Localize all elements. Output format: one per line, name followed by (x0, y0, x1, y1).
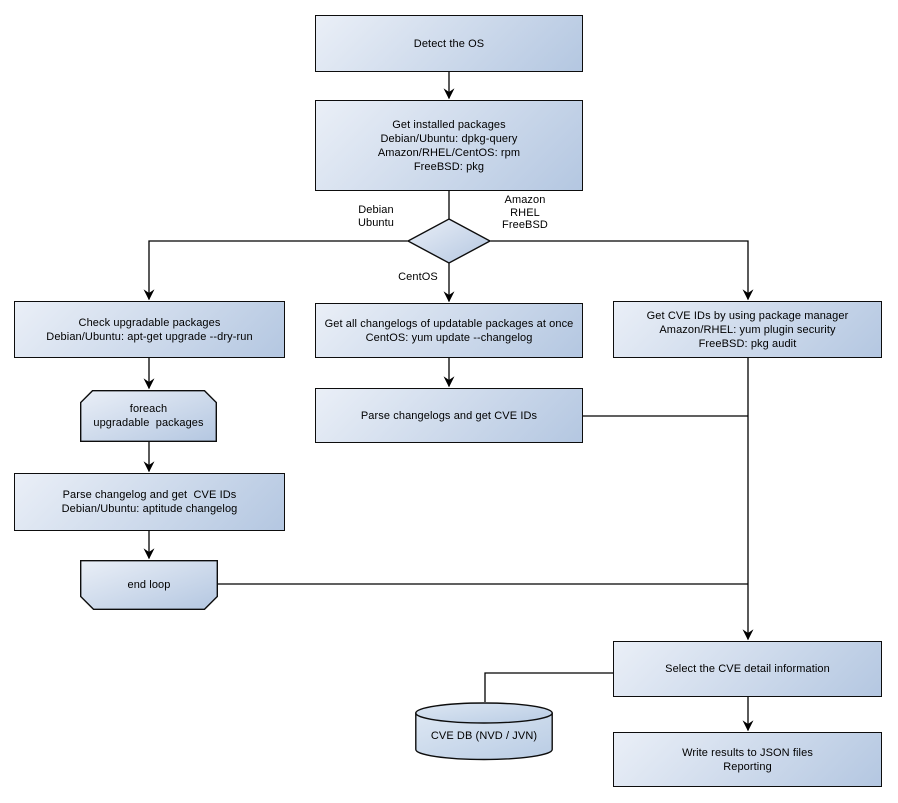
node-parse-changelogs: Parse changelogs and get CVE IDs (315, 388, 583, 443)
node-get-cve-ids-pkg-manager-label: Get CVE IDs by using package manager Ama… (646, 309, 849, 350)
node-cve-db-cylinder: CVE DB (NVD / JVN) (415, 702, 553, 761)
end-loop-shape (80, 560, 218, 610)
node-parse-changelogs-label: Parse changelogs and get CVE IDs (360, 409, 538, 422)
node-end-loop: end loop (80, 560, 218, 610)
edge-label-debian-ubuntu: Debian Ubuntu (357, 204, 395, 229)
edge-decision-to-check-upgradable (143, 240, 408, 301)
edge-label-amazon-rhel-freebsd: Amazon RHEL FreeBSD (502, 194, 548, 231)
node-parse-changelog-debian: Parse changelog and get CVE IDs Debian/U… (14, 473, 285, 531)
node-get-cve-ids-pkg-manager: Get CVE IDs by using package manager Ama… (613, 301, 882, 358)
node-check-upgradable: Check upgradable packages Debian/Ubuntu:… (14, 301, 285, 358)
node-parse-changelog-debian-label: Parse changelog and get CVE IDs Debian/U… (61, 489, 238, 515)
node-end-loop-label: end loop (127, 579, 171, 591)
decision-diamond-shape (407, 218, 491, 264)
node-foreach-loop: foreach upgradable packages (80, 390, 217, 442)
database-cylinder-icon (415, 702, 553, 761)
node-get-all-changelogs-label: Get all changelogs of updatable packages… (324, 317, 574, 344)
edge-label-centos: CentOS (398, 271, 438, 283)
node-select-cve-detail-label: Select the CVE detail information (665, 663, 830, 675)
node-get-installed-packages: Get installed packages Debian/Ubuntu: dp… (315, 100, 583, 191)
node-write-results: Write results to JSON files Reporting (613, 732, 882, 787)
node-foreach-loop-label: foreach upgradable packages (93, 403, 204, 429)
node-write-results-label: Write results to JSON files Reporting (682, 746, 813, 773)
node-detect-os-label: Detect the OS (413, 37, 485, 50)
node-select-cve-detail: Select the CVE detail information (613, 641, 882, 697)
node-cve-db-label: CVE DB (NVD / JVN) (430, 730, 538, 742)
edge-cvedb-to-select (484, 672, 613, 702)
node-os-decision-diamond (407, 218, 491, 264)
node-get-installed-packages-label: Get installed packages Debian/Ubuntu: dp… (377, 118, 521, 173)
foreach-loop-shape (80, 390, 217, 442)
edge-decision-to-get-cve (490, 240, 754, 301)
node-detect-os: Detect the OS (315, 15, 583, 72)
node-get-all-changelogs: Get all changelogs of updatable packages… (315, 303, 583, 358)
node-check-upgradable-label: Check upgradable packages Debian/Ubuntu:… (46, 316, 253, 343)
